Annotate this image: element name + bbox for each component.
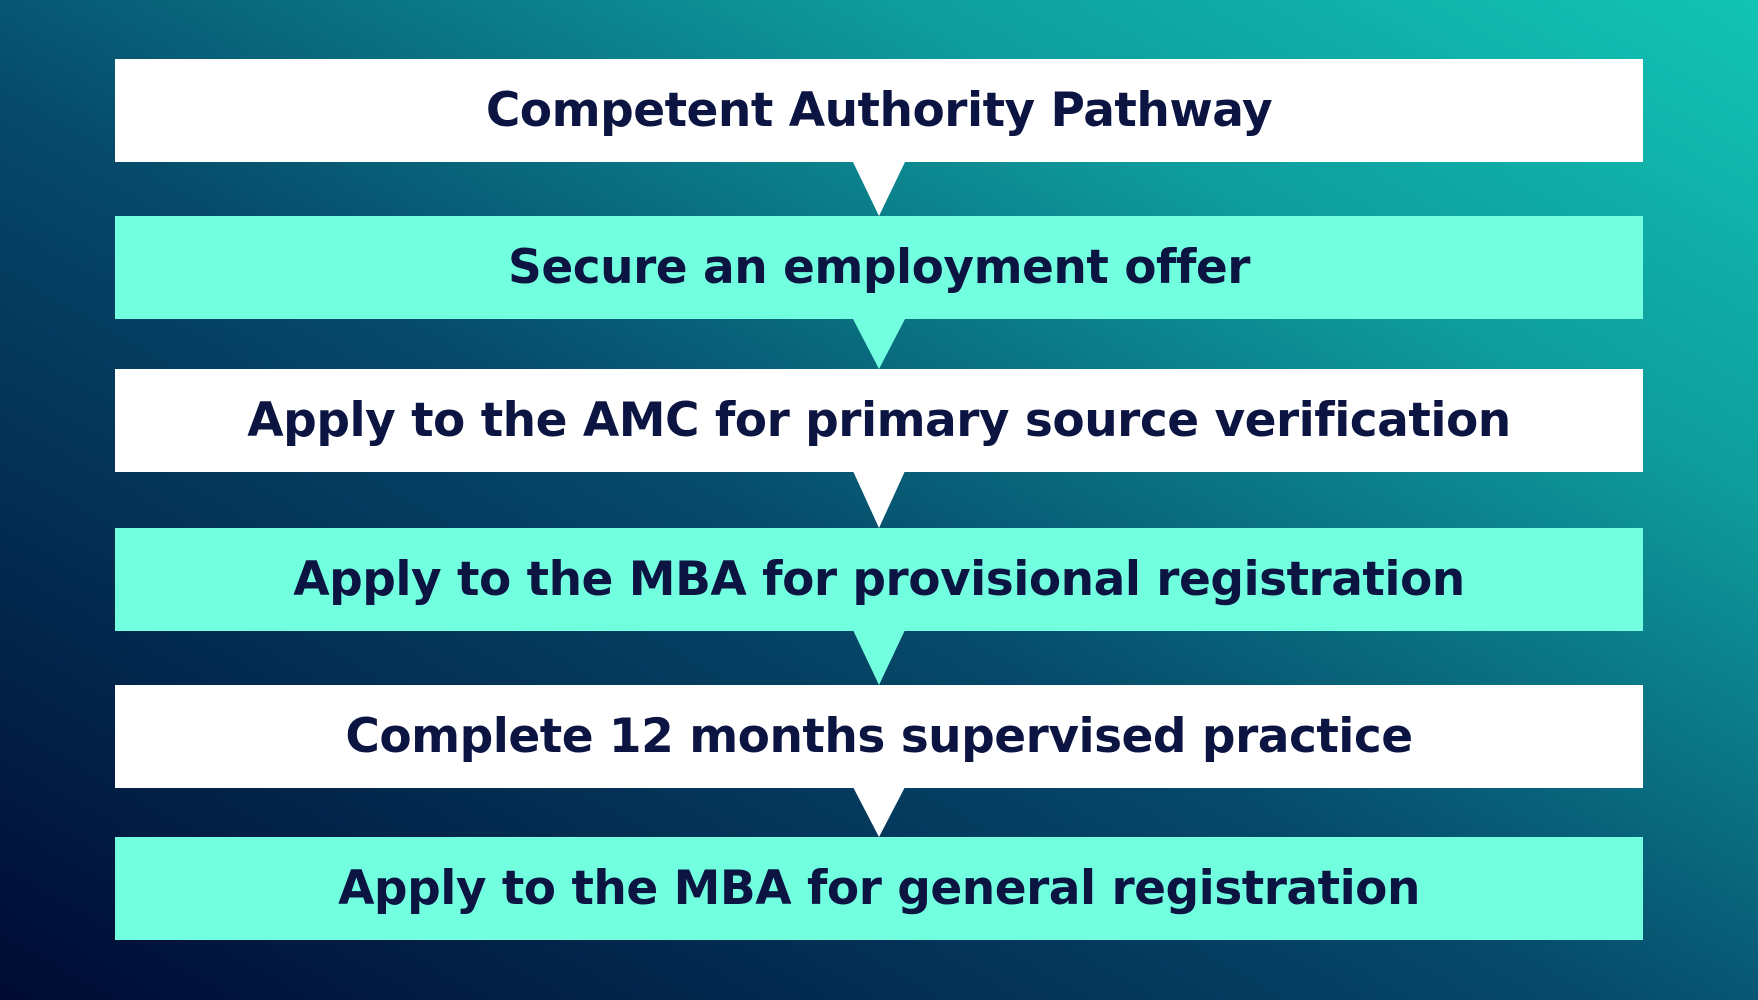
step-box-4: Complete 12 months supervised practice xyxy=(115,685,1643,788)
step-label: Complete 12 months supervised practice xyxy=(345,709,1413,764)
step-box-3: Apply to the MBA for provisional registr… xyxy=(115,528,1643,631)
arrow-down-icon xyxy=(853,471,905,528)
step-box-1: Secure an employment offer xyxy=(115,216,1643,319)
arrow-down-icon xyxy=(853,787,905,837)
step-label: Apply to the AMC for primary source veri… xyxy=(247,393,1511,448)
diagram-title-box: Competent Authority Pathway xyxy=(115,59,1643,162)
diagram-title: Competent Authority Pathway xyxy=(485,83,1273,138)
step-label: Secure an employment offer xyxy=(508,240,1250,295)
arrow-down-icon xyxy=(853,162,905,216)
arrow-down-icon xyxy=(853,630,905,685)
step-box-2: Apply to the AMC for primary source veri… xyxy=(115,369,1643,472)
step-label: Apply to the MBA for general registratio… xyxy=(338,861,1420,916)
step-label: Apply to the MBA for provisional registr… xyxy=(293,552,1465,607)
arrow-down-icon xyxy=(853,319,905,369)
step-box-5: Apply to the MBA for general registratio… xyxy=(115,837,1643,940)
